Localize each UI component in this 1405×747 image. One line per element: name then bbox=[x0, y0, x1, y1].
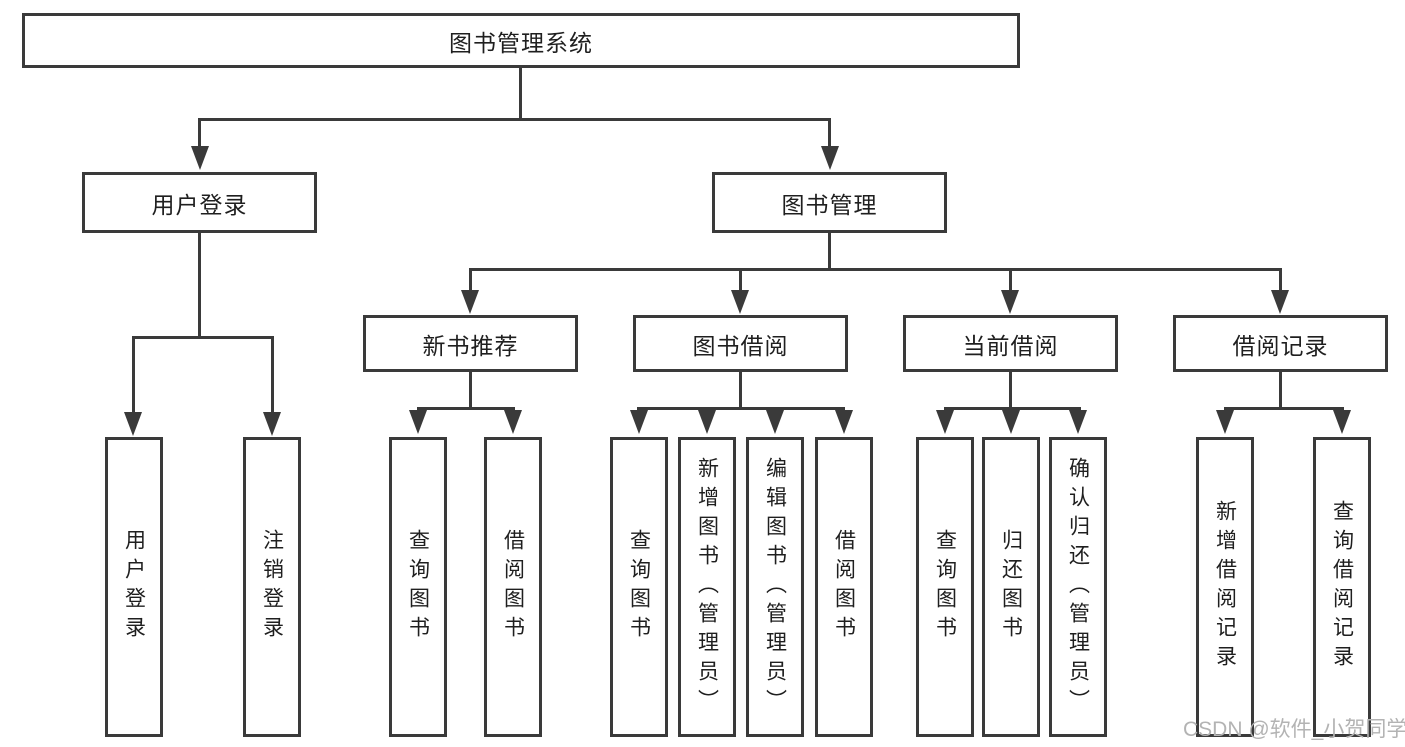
connector-drop-borrow-records bbox=[1279, 268, 1282, 290]
connector-drop-book-management bbox=[828, 118, 831, 146]
connector-current-borrow-rail bbox=[944, 407, 1081, 410]
leaf-borrow-books: 借阅图书 bbox=[815, 437, 873, 737]
arrowhead-down-icon bbox=[1271, 290, 1289, 314]
connector-borrow-records-rail bbox=[1224, 407, 1344, 410]
arrowhead-down-icon bbox=[835, 410, 853, 434]
leaf-label: 归还图书 bbox=[999, 529, 1023, 645]
connector-new-book-rail bbox=[417, 407, 515, 410]
arrowhead-down-icon bbox=[124, 412, 142, 436]
node-label: 图书管理 bbox=[781, 191, 878, 218]
arrowhead-down-icon bbox=[191, 146, 209, 170]
arrowhead-down-icon bbox=[263, 412, 281, 436]
node-label: 用户登录 bbox=[151, 191, 248, 218]
node-library-management-system: 图书管理系统 bbox=[22, 13, 1020, 68]
leaf-query-books-recommend: 查询图书 bbox=[389, 437, 447, 737]
connector-drop-new-book bbox=[469, 268, 472, 290]
leaf-add-books-admin: 新增图书（管理员） bbox=[678, 437, 736, 737]
leaf-label: 查询图书 bbox=[406, 529, 430, 645]
node-label: 图书借阅 bbox=[692, 332, 789, 359]
arrowhead-down-icon bbox=[1333, 410, 1351, 434]
connector-drop-book-borrow bbox=[739, 268, 742, 290]
node-label: 借阅记录 bbox=[1232, 332, 1329, 359]
connector-current-borrow-stem bbox=[1009, 372, 1012, 407]
arrowhead-down-icon bbox=[1002, 410, 1020, 434]
arrowhead-down-icon bbox=[504, 410, 522, 434]
leaf-label: 新增借阅记录 bbox=[1213, 500, 1237, 674]
node-label: 图书管理系统 bbox=[449, 29, 593, 56]
connector-user-login-stem bbox=[198, 233, 201, 336]
node-borrowing-records: 借阅记录 bbox=[1173, 315, 1388, 372]
leaf-label: 查询图书 bbox=[933, 529, 957, 645]
leaf-label: 借阅图书 bbox=[832, 529, 856, 645]
node-label: 当前借阅 bbox=[962, 332, 1059, 359]
leaf-return-books: 归还图书 bbox=[982, 437, 1040, 737]
arrowhead-down-icon bbox=[1069, 410, 1087, 434]
node-label: 新书推荐 bbox=[422, 332, 519, 359]
leaf-label: 用户登录 bbox=[122, 529, 146, 645]
connector-user-login-rail bbox=[132, 336, 274, 339]
arrowhead-down-icon bbox=[409, 410, 427, 434]
connector-borrow-records-stem bbox=[1279, 372, 1282, 407]
arrowhead-down-icon bbox=[731, 290, 749, 314]
leaf-label: 借阅图书 bbox=[501, 529, 525, 645]
connector-new-book-stem bbox=[469, 372, 472, 407]
leaf-label: 编辑图书（管理员） bbox=[763, 456, 787, 718]
arrowhead-down-icon bbox=[698, 410, 716, 434]
node-user-login: 用户登录 bbox=[82, 172, 317, 233]
leaf-borrow-books-recommend: 借阅图书 bbox=[484, 437, 542, 737]
connector-drop-login-leaf bbox=[132, 336, 135, 412]
connector-drop-user-login bbox=[198, 118, 201, 146]
arrowhead-down-icon bbox=[766, 410, 784, 434]
connector-book-borrow-stem bbox=[739, 372, 742, 407]
arrowhead-down-icon bbox=[821, 146, 839, 170]
connector-book-borrow-rail bbox=[637, 407, 845, 410]
leaf-query-borrow-record: 查询借阅记录 bbox=[1313, 437, 1371, 737]
leaf-edit-books-admin: 编辑图书（管理员） bbox=[746, 437, 804, 737]
leaf-user-login: 用户登录 bbox=[105, 437, 163, 737]
arrowhead-down-icon bbox=[1216, 410, 1234, 434]
connector-drop-current-borrow bbox=[1009, 268, 1012, 290]
leaf-label: 注销登录 bbox=[260, 529, 284, 645]
node-book-management: 图书管理 bbox=[712, 172, 947, 233]
connector-book-management-rail bbox=[469, 268, 1282, 271]
leaf-confirm-return-admin: 确认归还（管理员） bbox=[1049, 437, 1107, 737]
connector-book-management-stem bbox=[828, 233, 831, 268]
leaf-query-books-borrowing: 查询图书 bbox=[610, 437, 668, 737]
connector-root-rail bbox=[198, 118, 831, 121]
leaf-label: 确认归还（管理员） bbox=[1066, 456, 1090, 718]
csdn-watermark: CSDN @软件_小贺同学 bbox=[1183, 718, 1405, 741]
arrowhead-down-icon bbox=[936, 410, 954, 434]
leaf-label: 查询借阅记录 bbox=[1330, 500, 1354, 674]
arrowhead-down-icon bbox=[630, 410, 648, 434]
leaf-label: 查询图书 bbox=[627, 529, 651, 645]
leaf-query-books-current: 查询图书 bbox=[916, 437, 974, 737]
node-new-book-recommendation: 新书推荐 bbox=[363, 315, 578, 372]
node-current-borrowing: 当前借阅 bbox=[903, 315, 1118, 372]
arrowhead-down-icon bbox=[1001, 290, 1019, 314]
leaf-add-borrow-record: 新增借阅记录 bbox=[1196, 437, 1254, 737]
leaf-label: 新增图书（管理员） bbox=[695, 456, 719, 718]
arrowhead-down-icon bbox=[461, 290, 479, 314]
connector-drop-logout-leaf bbox=[271, 336, 274, 412]
connector-root-stem bbox=[519, 68, 522, 118]
leaf-logout: 注销登录 bbox=[243, 437, 301, 737]
node-book-borrowing: 图书借阅 bbox=[633, 315, 848, 372]
